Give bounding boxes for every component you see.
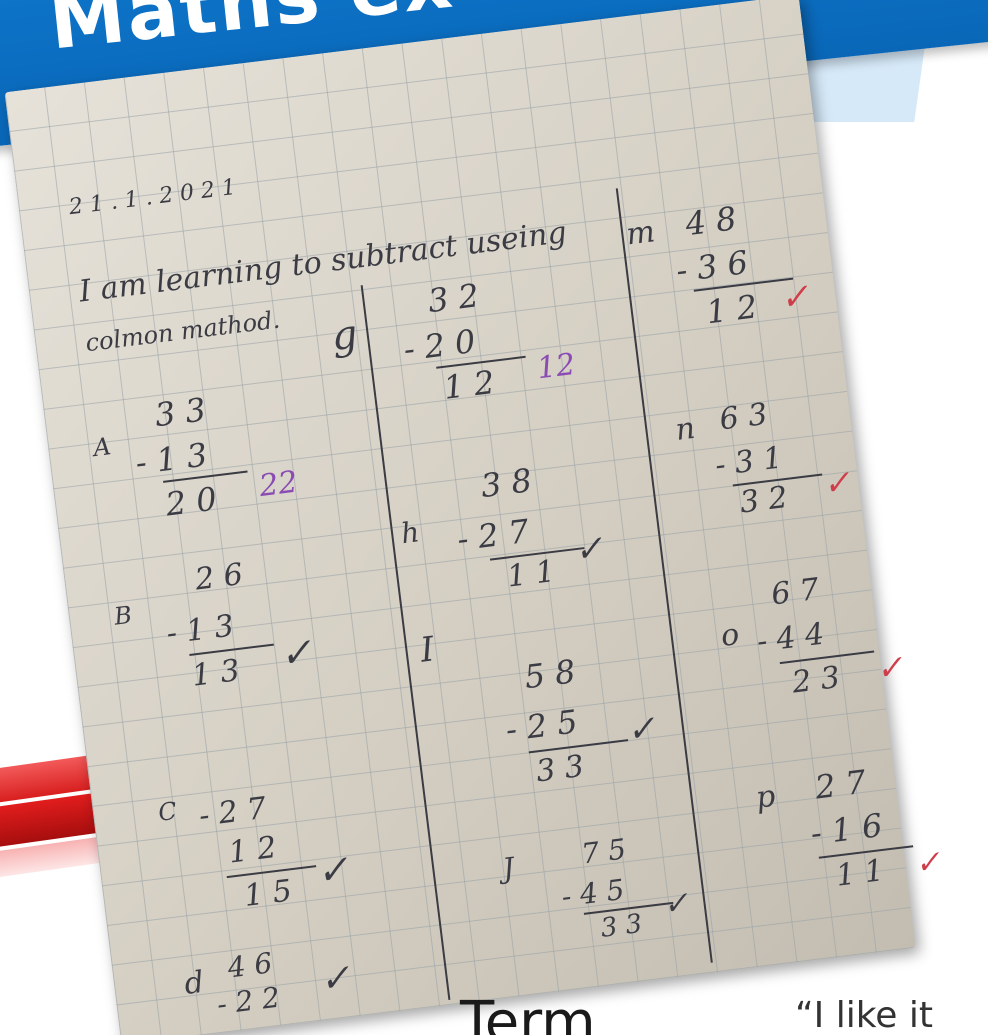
problem-top: 4 6 [225,946,275,985]
problem-sub: - 2 2 [215,980,282,1022]
problem-label: m [624,214,657,253]
problem-sub: - 1 3 [164,608,236,652]
problem-label: n [673,410,698,448]
problem-answer: 3 2 [737,480,790,521]
problem-sub: - 4 5 [559,872,627,914]
check-mark: ✓ [873,647,906,689]
problem-top: 2 6 [193,557,245,598]
problem-sub: - 1 3 [133,435,210,482]
problem-answer: 1 5 [242,873,294,914]
problem-top: 6 3 [717,396,770,438]
notebook-date: 2 1 . 1 . 2 0 2 1 [67,174,238,221]
problem-sub2: 1 2 [226,829,279,871]
problem-mark: 12 [535,346,578,387]
problem-sub: - 1 6 [808,805,885,853]
problem-label: o [719,616,742,654]
problem-sub: - 4 4 [754,616,827,660]
problem-answer: 2 0 [163,479,219,524]
problem-sub: - 2 0 [401,321,478,369]
problem-answer: 1 2 [704,287,760,332]
notebook-photo: 2 1 . 1 . 2 0 2 1 I am learning to subtr… [4,0,942,1035]
problem-answer: 2 3 [790,660,842,701]
problem-sub: - 3 1 [713,440,785,484]
problem-label: d [182,964,206,1002]
column-divider-1 [360,285,451,1000]
check-mark: ✓ [624,707,658,752]
problem-sub: - 3 6 [673,243,750,290]
problem-sub: - 2 7 [455,511,532,559]
problem-top: 7 5 [579,832,628,871]
problem-label: I [418,629,437,671]
problem-label: p [754,778,778,816]
problem-label: J [500,851,516,886]
check-mark: ✓ [317,956,353,1002]
problem-mark: 22 [257,464,300,505]
problem-top: 2 7 [812,762,869,807]
problem-top: 3 8 [478,461,534,506]
learning-objective-line2: colmon mathod. [83,305,282,358]
check-mark: ✓ [821,462,853,504]
check-mark: ✓ [277,629,315,677]
problem-label: B [112,600,134,631]
check-mark: ✓ [661,885,691,923]
bottom-quote-text: “I like it [795,995,933,1035]
problem-top: 5 8 [522,652,578,697]
problem-top: 3 2 [425,276,481,321]
problem-top: 4 8 [683,199,739,244]
bottom-term-text: Term [460,990,596,1035]
problem-answer: 1 1 [834,853,886,894]
problem-answer: 1 2 [441,362,497,407]
check-mark: ✓ [913,844,943,882]
problem-answer: 1 1 [505,553,557,595]
problem-label: h [399,515,422,551]
check-mark: ✓ [778,275,812,320]
check-mark: ✓ [572,527,606,572]
problem-answer: 3 3 [599,908,644,944]
check-mark: ✓ [314,846,352,894]
problem-label: A [91,432,113,463]
column-divider-2 [615,188,713,963]
problem-sub: - 2 7 [197,790,269,834]
learning-objective-line1: I am learning to subtract useing [77,215,569,310]
problem-sub: - 2 5 [503,702,580,749]
problem-top: 6 7 [769,571,821,613]
problem-answer: 1 3 [189,653,242,694]
problem-label: g [328,311,360,361]
problem-answer: 3 3 [534,748,586,790]
problem-top: 3 3 [152,390,208,435]
problem-label: C [156,796,179,827]
